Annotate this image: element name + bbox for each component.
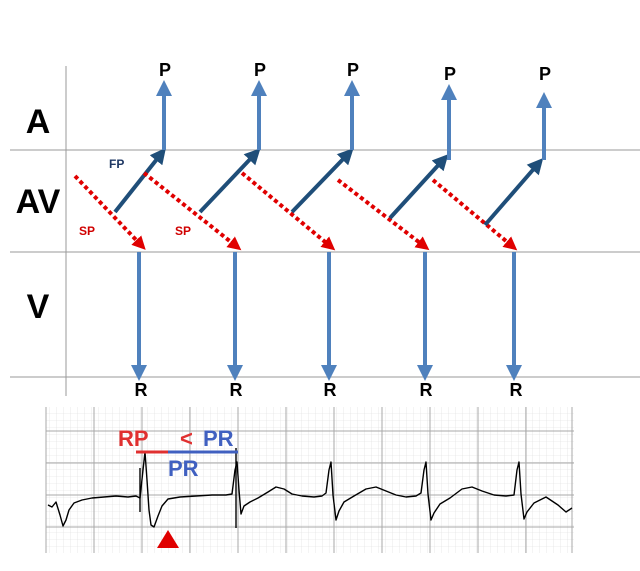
slow-pathway-arrow bbox=[142, 171, 242, 251]
ecg-trace bbox=[47, 451, 573, 528]
r-wave-label: R bbox=[324, 380, 337, 400]
pr-interval-label: PR bbox=[168, 456, 199, 481]
red-triangle-icon bbox=[157, 530, 179, 548]
fast-pathway-arrow bbox=[113, 147, 166, 214]
slow-pathway-arrow bbox=[336, 178, 430, 251]
slow-pathway-label-1: SP bbox=[79, 224, 95, 238]
slow-pathway-label-2: SP bbox=[175, 224, 191, 238]
row-label-av: AV bbox=[16, 183, 61, 221]
fast-pathway-arrow bbox=[388, 154, 449, 220]
slow-pathway-arrow bbox=[240, 171, 336, 251]
fast-pathway-arrow bbox=[483, 157, 544, 227]
p-wave-label: P bbox=[254, 60, 266, 80]
slow-pathway-arrow bbox=[73, 174, 146, 250]
beat-3: P R bbox=[240, 60, 360, 400]
p-wave-label: P bbox=[159, 60, 171, 80]
p-wave-label: P bbox=[444, 64, 456, 84]
beat-1: P R bbox=[73, 60, 172, 400]
rp-label: RP bbox=[118, 426, 149, 451]
ecg-major-grid bbox=[45, 407, 574, 553]
r-wave-label: R bbox=[135, 380, 148, 400]
r-wave-label: R bbox=[230, 380, 243, 400]
beat-4: P R bbox=[336, 64, 457, 400]
r-wave-label: R bbox=[510, 380, 523, 400]
p-wave-label: P bbox=[347, 60, 359, 80]
beat-5: P R bbox=[431, 64, 552, 400]
pr-label: PR bbox=[203, 426, 234, 451]
ecg-strip bbox=[45, 407, 574, 553]
fast-pathway-arrow bbox=[290, 148, 354, 214]
p-wave-label: P bbox=[539, 64, 551, 84]
r-wave-label: R bbox=[420, 380, 433, 400]
less-than-symbol: < bbox=[180, 426, 193, 451]
beat-2: P R bbox=[142, 60, 267, 400]
fast-pathway-label: FP bbox=[109, 157, 124, 171]
slow-pathway-arrow bbox=[431, 178, 518, 251]
row-label-v: V bbox=[27, 288, 50, 326]
row-label-a: A bbox=[26, 103, 51, 141]
fast-pathway-arrow bbox=[198, 148, 261, 214]
